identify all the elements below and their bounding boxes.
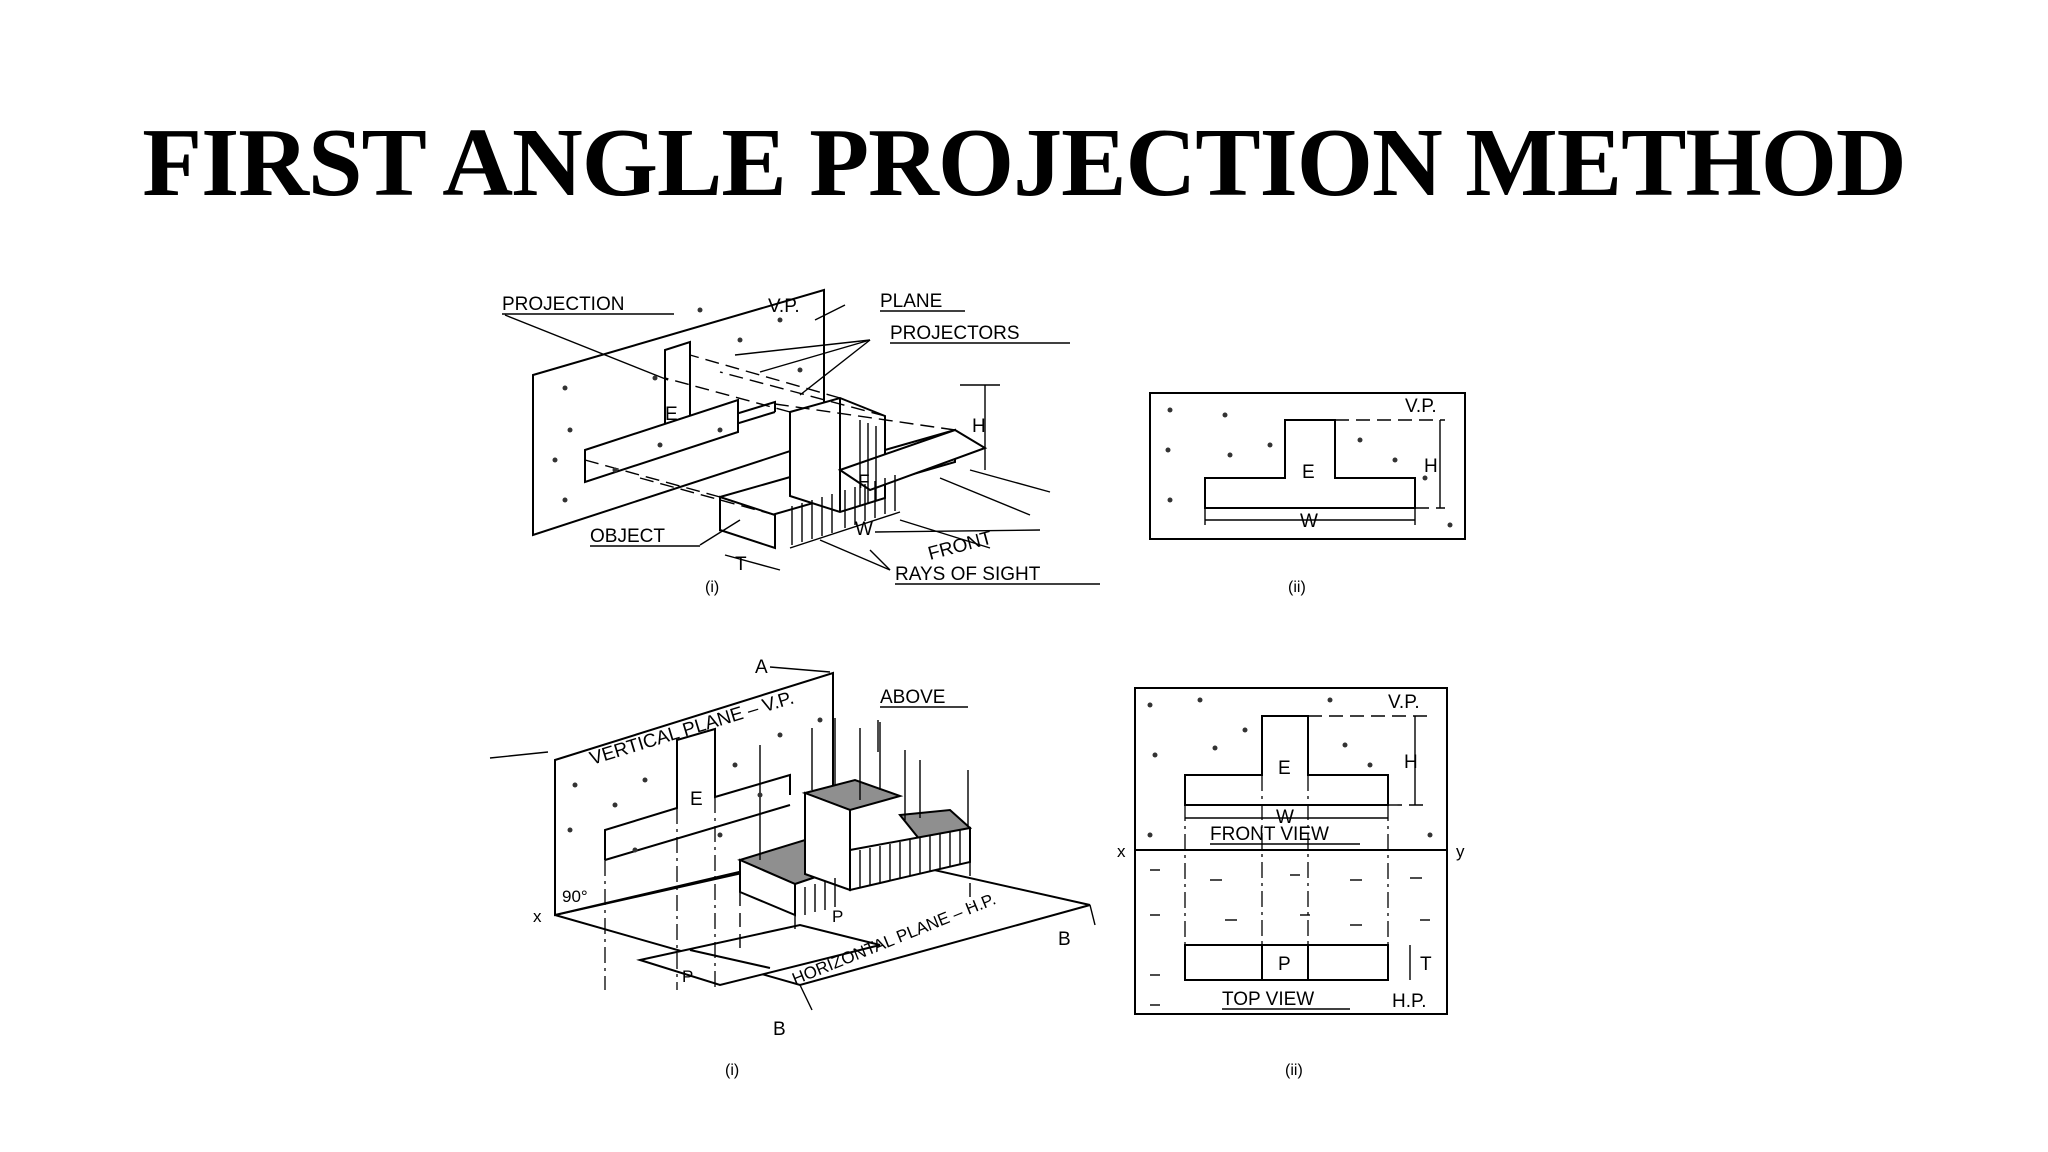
label-object: OBJECT [590,526,665,547]
orthographic-views-bottom: V.P. E H W FRONT VIEW x y P T TOP VIEW H… [1117,687,1465,1079]
front-view-top: V.P. E H W (ii) [1149,392,1466,596]
object-riser [789,396,886,514]
caption-2: (ii) [1288,579,1306,596]
plane-texture-dots-3 [567,717,823,853]
label-vp: V.P. [768,296,800,317]
label-a: A [755,657,768,678]
label-e-4: E [1278,758,1291,779]
label-plane: PLANE [880,291,942,312]
plane-texture-dots-2 [1165,407,1453,528]
object-riser-2 [804,791,851,892]
label-b-right: B [1058,929,1071,950]
label-b-bottom: B [773,1019,786,1040]
label-w: W [855,519,873,540]
label-h-2: H [1424,456,1438,477]
front-face-hatching-2 [804,830,961,915]
label-x-4: x [1117,842,1126,861]
label-projection: PROJECTION [502,294,624,315]
label-rays-of-sight: RAYS OF SIGHT [895,564,1041,585]
label-w-2: W [1300,511,1318,532]
label-e-3: E [690,789,703,810]
hp-projection [636,923,881,987]
front-face-hatching [791,420,896,545]
label-t: T [735,554,747,575]
label-x-3: x [533,907,542,926]
caption-3: (i) [725,1062,739,1079]
label-above: ABOVE [880,687,945,708]
front-view-outline [1204,419,1416,509]
label-h: H [972,416,986,437]
object-front-face [719,495,776,550]
label-p-hp: P [682,967,693,986]
label-front: FRONT [926,528,995,565]
label-front-view: FRONT VIEW [1210,824,1329,845]
plane-texture-marks [1147,697,1433,1006]
slide-title: FIRST ANGLE PROJECTION METHOD [142,109,1906,217]
label-p-3: P [832,907,843,926]
label-vp-4: V.P. [1388,692,1420,713]
label-e-2: E [1302,462,1315,483]
pictorial-diagram-top: PROJECTION V.P. PLANE PROJECTORS E F H O… [502,288,1100,596]
label-y-4: y [1456,842,1465,861]
label-e: E [665,404,678,425]
plane-texture-dots [552,307,803,503]
pictorial-diagram-bottom: P A [489,657,1096,1079]
label-hp-4: H.P. [1392,991,1427,1012]
label-vp-2: V.P. [1405,396,1437,417]
label-t-4: T [1420,954,1432,975]
top-view-outline [1184,944,1389,981]
label-f: F [858,472,870,493]
rays-from-above [759,718,969,860]
label-top-view: TOP VIEW [1222,989,1314,1010]
caption-1: (i) [705,579,719,596]
label-w-4: W [1276,807,1294,828]
label-projectors: PROJECTORS [890,323,1020,344]
label-90deg: 90° [562,887,588,906]
label-h-4: H [1404,752,1418,773]
label-p-4: P [1278,954,1291,975]
object-base-left [584,398,739,484]
vp-projection-outline [604,727,791,860]
caption-4: (ii) [1285,1062,1303,1079]
